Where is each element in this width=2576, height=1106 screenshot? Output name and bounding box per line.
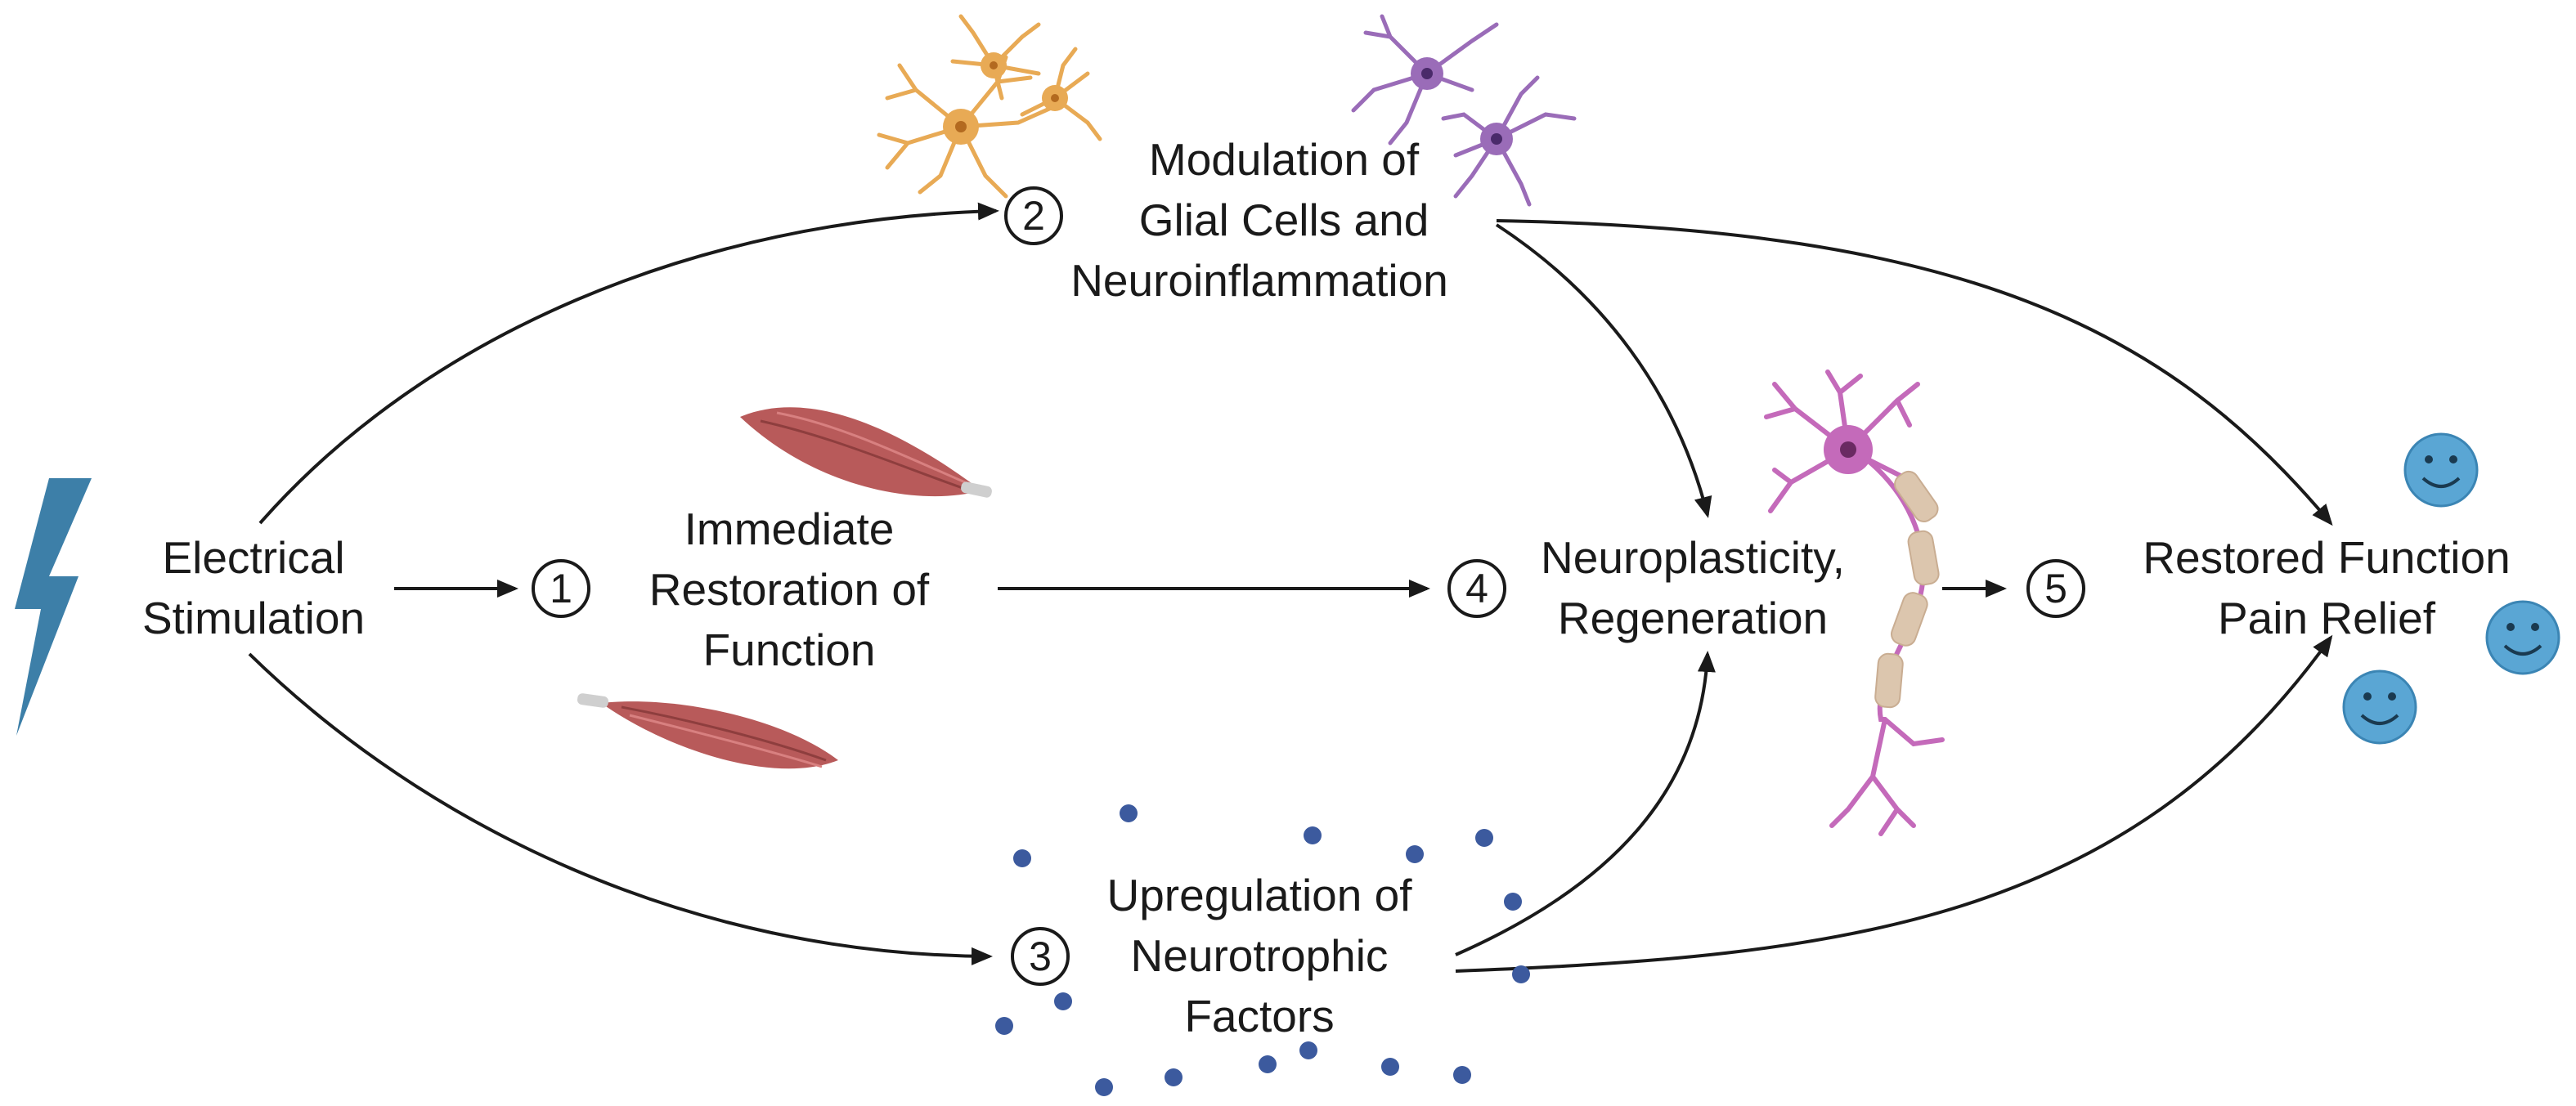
node-step3: Upregulation of Neurotrophic Factors: [1063, 865, 1456, 1046]
neurotrophic-factor-dot: [1013, 849, 1031, 867]
smiley-face-icon: [2342, 669, 2417, 745]
neuron-icon: [1764, 369, 1945, 836]
neurotrophic-factor-dots: [995, 804, 1530, 1096]
step-number-badge-4: 4: [1447, 559, 1506, 618]
node-step4: Neuroplasticity, Regeneration: [1509, 527, 1877, 648]
node-step2: Modulation of Glial Cells and Neuroinfla…: [1014, 129, 1505, 311]
node-label-line: Immediate: [684, 504, 895, 554]
neurotrophic-factor-dot: [1299, 1041, 1317, 1059]
arrow-step3-to-step5: [1455, 634, 2333, 973]
neurotrophic-factor-dot: [1120, 804, 1138, 822]
neurotrophic-factor-dot: [1453, 1066, 1471, 1084]
neurotrophic-factor-dot: [1165, 1068, 1183, 1086]
smiley-face-icon: [2403, 432, 2479, 508]
node-label-line: Pain Relief: [2218, 593, 2435, 643]
arrow-step2-to-step4: [1495, 223, 1712, 518]
neurotrophic-factor-dot: [1054, 992, 1072, 1010]
node-label-line: Upregulation of: [1106, 870, 1412, 920]
neurotrophic-factor-dot: [1512, 965, 1530, 983]
neurotrophic-factor-dot: [995, 1017, 1013, 1035]
node-label-line: Restoration of: [648, 564, 930, 615]
node-label-line: Regeneration: [1557, 593, 1829, 643]
glial-cell-icon: [877, 14, 1102, 199]
neurotrophic-factor-dot: [1259, 1055, 1277, 1073]
node-electrical-stimulation: Electrical Stimulation: [114, 527, 393, 648]
neurotrophic-factor-dot: [1381, 1058, 1399, 1076]
step-number-badge-2: 2: [1004, 186, 1063, 245]
step-number-badge-5: 5: [2026, 559, 2085, 618]
neurotrophic-factor-dot: [1304, 826, 1322, 844]
node-label-line: Function: [702, 625, 876, 675]
node-label-line: Restored Function: [2143, 532, 2511, 583]
neurotrophic-factor-dot: [1406, 845, 1424, 863]
neurotrophic-factor-dot: [1504, 893, 1522, 911]
glial-cell-icon: [1351, 14, 1577, 207]
lightning-icon: [15, 478, 92, 736]
node-label-line: Neurotrophic: [1130, 930, 1389, 981]
node-label-line: Neuroinflammation: [1070, 255, 1448, 306]
node-step5: Restored Function Pain Relief: [2094, 527, 2560, 648]
neurotrophic-factor-dot: [1475, 829, 1493, 847]
node-label-line: Modulation of: [1148, 134, 1420, 185]
arrow-electrical-to-step2: [258, 202, 999, 525]
arrow-step3-to-step4: [1455, 651, 1716, 956]
arrow-electrical-to-step3: [248, 652, 993, 965]
node-step1: Immediate Restoration of Function: [605, 499, 973, 680]
muscle-icon: [740, 407, 992, 498]
muscle-icon: [577, 693, 838, 769]
neurotrophic-factor-dot: [1095, 1078, 1113, 1096]
arrows: [248, 202, 2333, 973]
step-number-badge-3: 3: [1011, 927, 1070, 986]
node-label-line: Stimulation: [141, 593, 366, 643]
node-label-line: Neuroplasticity,: [1541, 532, 1845, 583]
node-label-line: Glial Cells and: [1138, 195, 1429, 245]
smiley-face-icon: [2485, 600, 2560, 675]
step-number-badge-1: 1: [532, 559, 590, 618]
node-label-line: Factors: [1184, 991, 1335, 1041]
node-label-line: Electrical: [162, 532, 345, 583]
arrow-step2-to-step5: [1496, 219, 2333, 526]
